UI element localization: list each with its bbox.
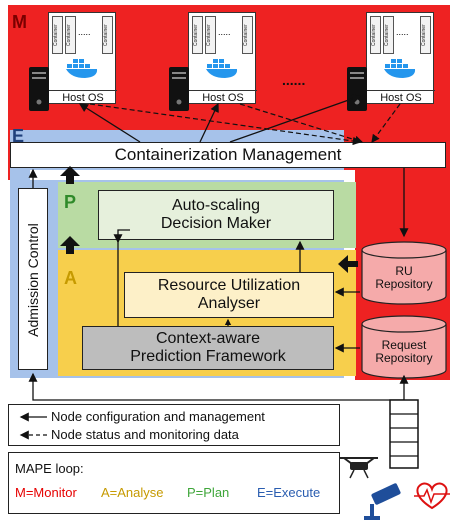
legend-dashed-label: Node status and monitoring data bbox=[51, 427, 239, 442]
host-node-1: Container Container ..... Container Host… bbox=[48, 12, 117, 104]
host-node-2: Container Container ..... Container Host… bbox=[188, 12, 257, 104]
dashed-host2-to-cm bbox=[239, 103, 364, 144]
request-queue-icon bbox=[389, 399, 419, 469]
container-gap-marker: ..... bbox=[218, 27, 231, 37]
legend-analyse: A=Analyse bbox=[101, 485, 164, 500]
ru-repository-label: RU Repository bbox=[375, 263, 433, 291]
docker-whale-icon bbox=[66, 59, 98, 78]
server-tower-icon bbox=[29, 67, 49, 111]
prediction-framework-box: Context-aware Prediction Framework bbox=[82, 326, 334, 370]
request-repository-label: Request Repository bbox=[375, 337, 433, 365]
arrow-cm-to-host1 bbox=[78, 103, 141, 143]
heart-monitor-icon bbox=[414, 482, 450, 510]
legend-arrows-box: Node configuration and management Node s… bbox=[8, 404, 340, 446]
dashed-host3-to-cm bbox=[371, 103, 401, 143]
monitor-region bbox=[8, 5, 450, 380]
hosts-ellipsis: ...... bbox=[282, 72, 306, 88]
thick-arrow-p-to-e bbox=[60, 166, 80, 184]
plan-letter: P bbox=[64, 192, 77, 212]
host-os-label: Host OS bbox=[367, 90, 435, 104]
admission-control-box: Admission Control bbox=[18, 188, 48, 370]
autoscaling-decision-maker-box: Auto-scaling Decision Maker bbox=[98, 190, 334, 240]
legend-execute: E=Execute bbox=[257, 485, 321, 500]
docker-whale-icon bbox=[384, 59, 416, 78]
security-camera-icon bbox=[364, 483, 401, 520]
inner-white-band bbox=[30, 170, 355, 180]
server-tower-icon bbox=[169, 67, 189, 111]
request-repository-cylinder bbox=[361, 315, 447, 379]
arrow-cm-to-host3 bbox=[229, 94, 362, 143]
legend-solid-label: Node configuration and management bbox=[51, 409, 265, 424]
thick-arrow-m-to-a bbox=[338, 255, 358, 273]
execute-letter: E bbox=[12, 126, 25, 146]
containerization-management-box: Containerization Management bbox=[10, 142, 446, 168]
host-os-label: Host OS bbox=[49, 90, 117, 104]
host-node-3: Container Container ..... Container Host… bbox=[366, 12, 435, 104]
drone-icon bbox=[340, 457, 378, 479]
docker-whale-icon bbox=[206, 59, 238, 78]
container-gap-marker: ..... bbox=[396, 27, 409, 37]
arrow-cm-to-host2 bbox=[199, 102, 219, 143]
arrow-prediction-to-autoscaling bbox=[117, 229, 130, 326]
legend-line-samples bbox=[19, 412, 47, 440]
resource-utilization-analyser-box: Resource Utilization Analyser bbox=[124, 272, 334, 318]
legend-mape-box: MAPE loop: M=Monitor A=Analyse P=Plan E=… bbox=[8, 452, 340, 514]
legend-monitor: M=Monitor bbox=[15, 485, 77, 500]
analyse-letter: A bbox=[64, 268, 77, 288]
ru-repository-cylinder bbox=[361, 241, 447, 305]
container-gap-marker: ..... bbox=[78, 27, 91, 37]
thick-arrow-a-to-p bbox=[60, 236, 80, 254]
monitor-letter: M bbox=[12, 12, 27, 32]
legend-plan: P=Plan bbox=[187, 485, 230, 500]
arrow-queue-to-admission bbox=[28, 372, 404, 401]
legend-mape-title: MAPE loop: bbox=[15, 461, 84, 476]
host-os-label: Host OS bbox=[189, 90, 257, 104]
dashed-host1-to-cm bbox=[89, 103, 362, 146]
